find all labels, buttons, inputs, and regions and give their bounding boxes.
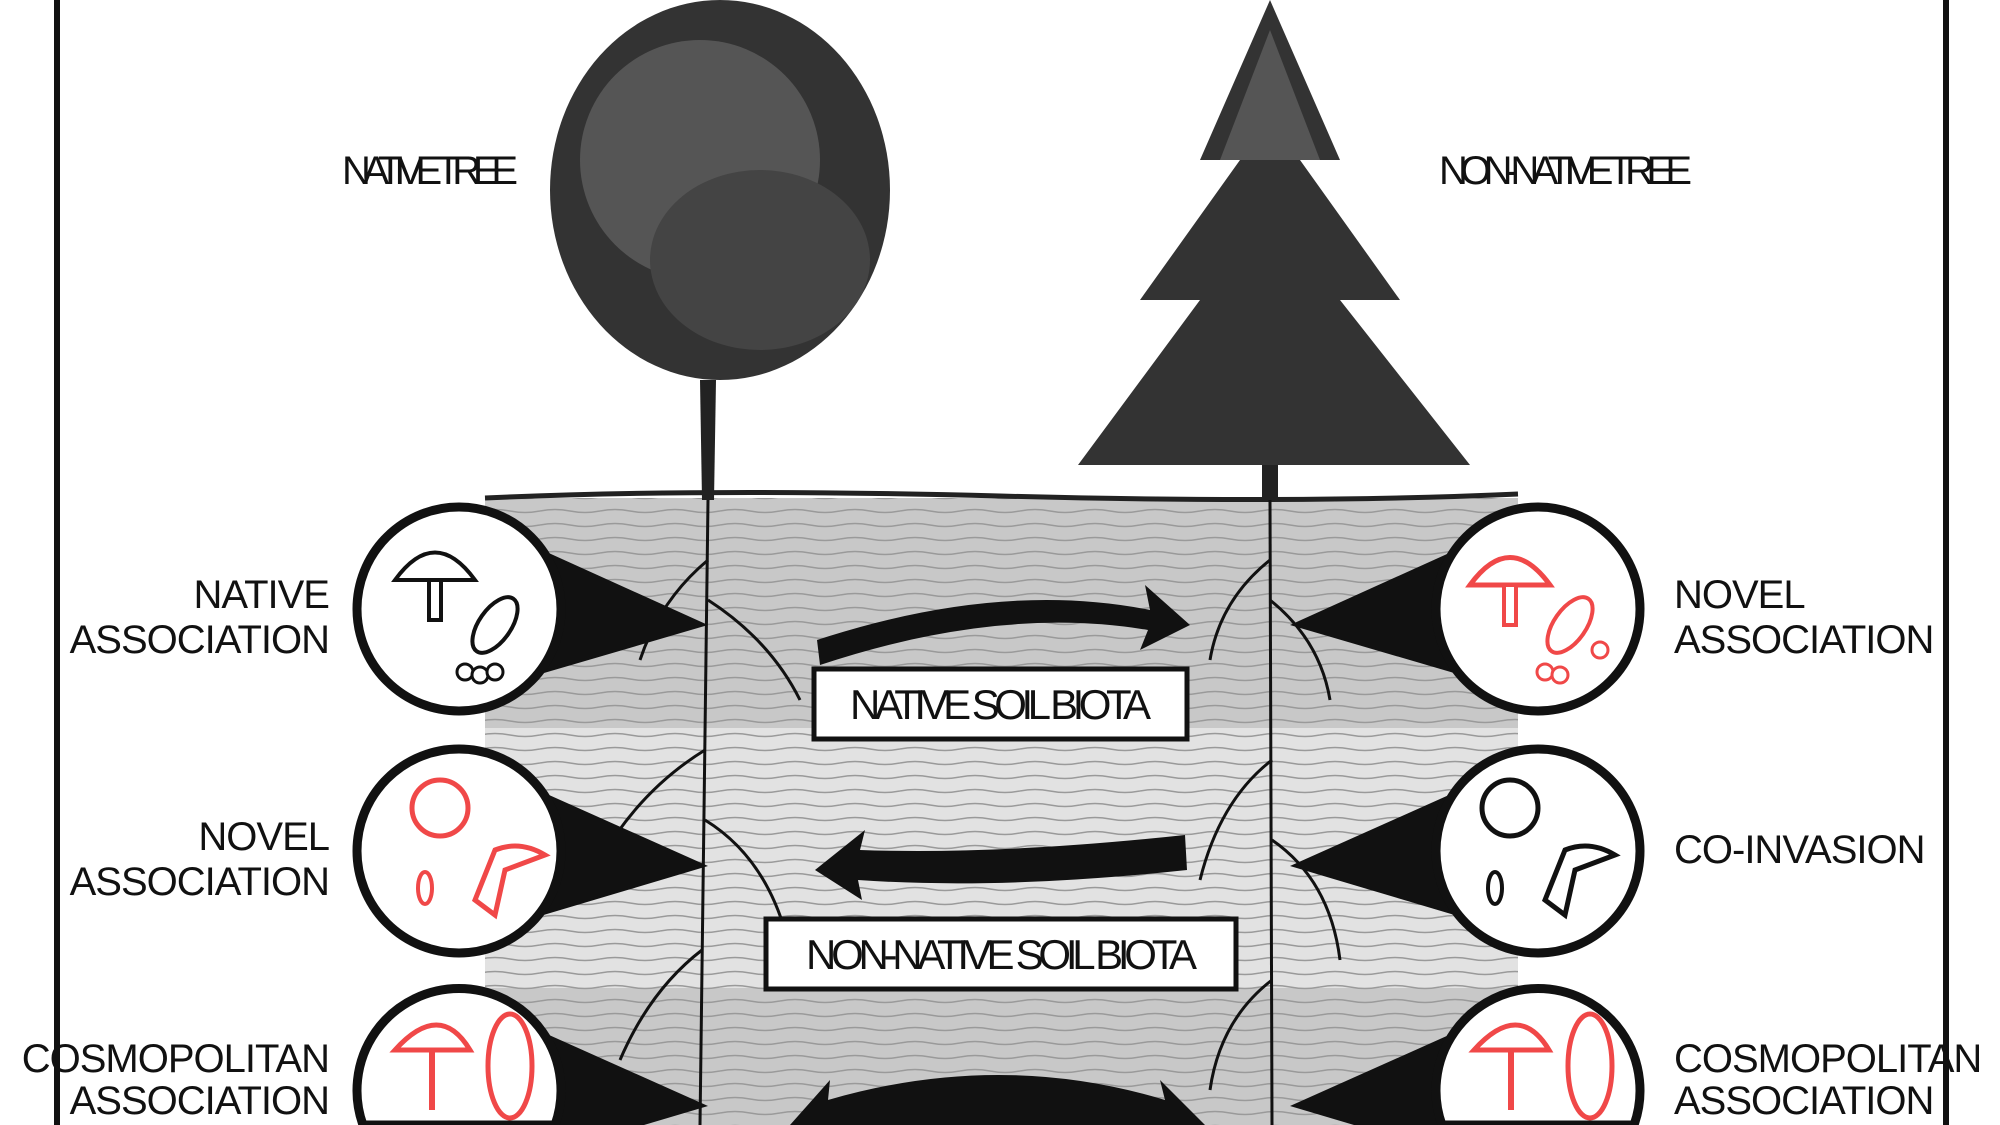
right-circle-novel [1431, 502, 1645, 716]
double-arrow-icon [790, 1075, 1205, 1125]
nonnative-soil-biota-box: NON-NATIVE SOIL BIOTA [763, 916, 1239, 992]
left-circle-cosmopolitan [352, 984, 566, 1125]
magnifier-cones [520, 540, 1478, 1125]
left-circle-native [352, 502, 566, 716]
left-label-3-line2: ASSOCIATION [70, 1079, 329, 1123]
nonnative-tree-illustration [1078, 0, 1470, 1125]
right-label-3-line2: ASSOCIATION [1674, 1079, 1933, 1123]
soil-layers [484, 489, 1519, 1125]
native-soil-biota-label: NATIVE SOIL BIOTA [850, 681, 1151, 728]
arrow-right-icon [817, 585, 1190, 665]
right-label-2-line1: CO-INVASION [1674, 828, 1925, 872]
left-label-1-line2: ASSOCIATION [70, 618, 329, 662]
left-circle-novel [352, 744, 566, 958]
native-tree-label: NATIVE TREE [342, 149, 517, 193]
nonnative-tree-label: NON-NATIVE TREE [1439, 149, 1691, 193]
left-label-2-line2: ASSOCIATION [70, 860, 329, 904]
nonnative-soil-biota-label: NON-NATIVE SOIL BIOTA [806, 931, 1197, 978]
left-label-1-line1: NATIVE [193, 573, 329, 617]
native-soil-biota-box: NATIVE SOIL BIOTA [811, 666, 1190, 742]
right-label-1-line1: NOVEL [1674, 573, 1805, 617]
right-labels: NOVEL ASSOCIATION CO-INVASION COSMOPOLIT… [1674, 573, 1982, 1123]
native-tree-illustration [550, 0, 890, 1125]
right-circle-cosmopolitan [1431, 984, 1645, 1125]
arrow-left-icon [815, 830, 1187, 900]
right-label-3-line1: COSMOPOLITAN [1674, 1037, 1981, 1081]
right-circle-coinvasion [1431, 744, 1645, 958]
left-label-2-line1: NOVEL [198, 815, 329, 859]
left-label-3-line1: COSMOPOLITAN [22, 1037, 329, 1081]
left-labels: NATIVE ASSOCIATION NOVEL ASSOCIATION COS… [22, 573, 330, 1123]
right-label-1-line2: ASSOCIATION [1674, 618, 1933, 662]
